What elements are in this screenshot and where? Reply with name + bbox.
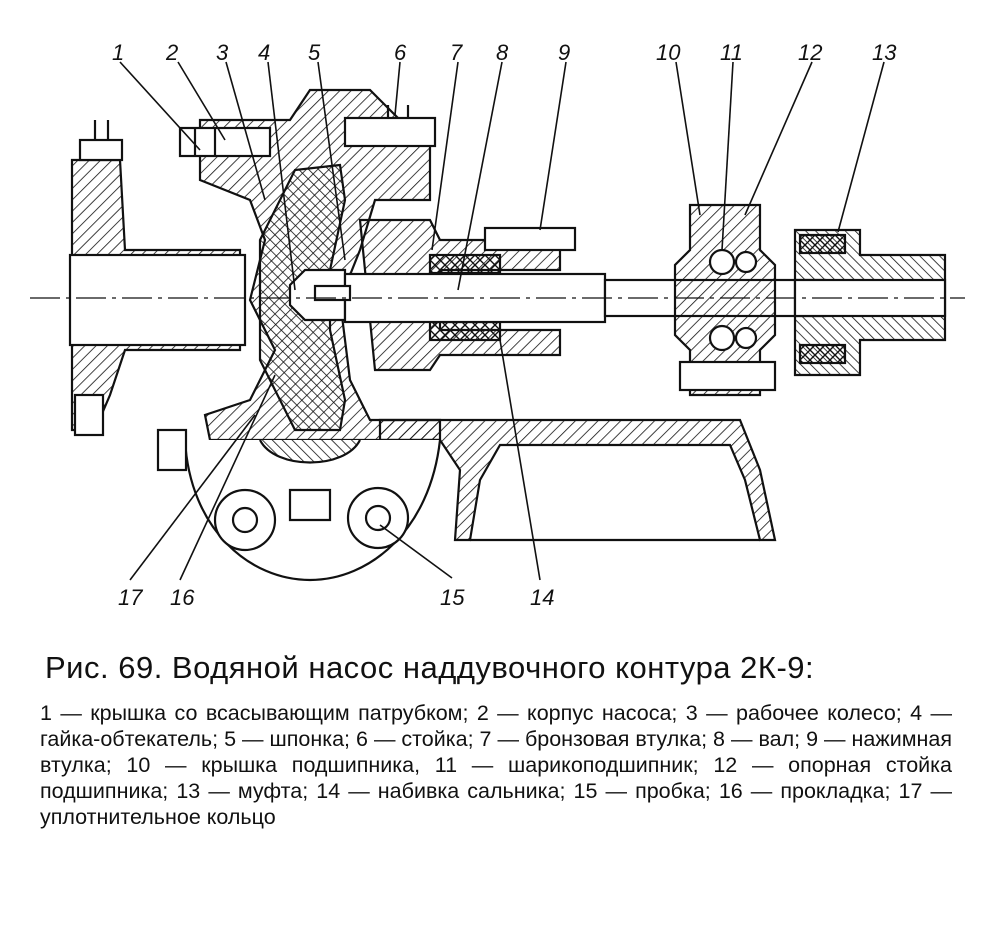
callout-8: 8 [496, 40, 509, 65]
callout-17: 17 [118, 585, 143, 610]
gland-stud [483, 226, 577, 252]
callout-13: 13 [872, 40, 897, 65]
ball-bearing-top [708, 248, 736, 276]
key [313, 284, 352, 302]
coupling-insert-top [798, 233, 847, 255]
callout-1: 1 [112, 40, 124, 65]
figure-legend: 1 — крышка со всасывающим патрубком; 2 —… [40, 700, 952, 830]
casing-bolt-right [343, 116, 437, 148]
callout-11: 11 [720, 40, 743, 65]
callout-3: 3 [216, 40, 229, 65]
base-frame [378, 418, 777, 542]
figure-caption-title: Рис. 69. Водяной насос наддувочного конт… [45, 650, 815, 685]
ball-bearing-top-2 [734, 250, 758, 274]
callout-4: 4 [258, 40, 270, 65]
plug-15 [288, 488, 332, 522]
leader-lines [119, 61, 885, 581]
bearing-bolt [678, 360, 777, 392]
coupling-insert-bottom [798, 343, 847, 365]
callout-10: 10 [656, 40, 681, 65]
pump-cross-section-drawing: 1 2 3 4 5 6 7 8 9 10 11 12 13 14 15 16 1… [30, 40, 965, 610]
callout-6: 6 [394, 40, 407, 65]
side-bolt [156, 428, 188, 472]
flange-bolt-bottom [73, 393, 105, 437]
packing-seal-bottom [428, 320, 502, 342]
callout-2: 2 [165, 40, 178, 65]
suction-channel [68, 253, 247, 347]
ball-bearing-bottom [708, 324, 736, 352]
callout-16: 16 [170, 585, 195, 610]
callout-9: 9 [558, 40, 570, 65]
callout-14: 14 [530, 585, 554, 610]
casing-bottom [259, 439, 361, 464]
ball-bearing-bottom-2 [734, 326, 758, 350]
drawing-body [30, 61, 965, 582]
drain-plug-left-core [231, 506, 259, 534]
callout-7: 7 [450, 40, 463, 65]
flange-bolt-top [78, 138, 124, 162]
drain-plug-right-core [364, 504, 392, 532]
callout-12: 12 [798, 40, 822, 65]
callout-5: 5 [308, 40, 321, 65]
legend-text: 1 — крышка со всасывающим патрубком; 2 —… [40, 701, 952, 829]
callout-15: 15 [440, 585, 465, 610]
